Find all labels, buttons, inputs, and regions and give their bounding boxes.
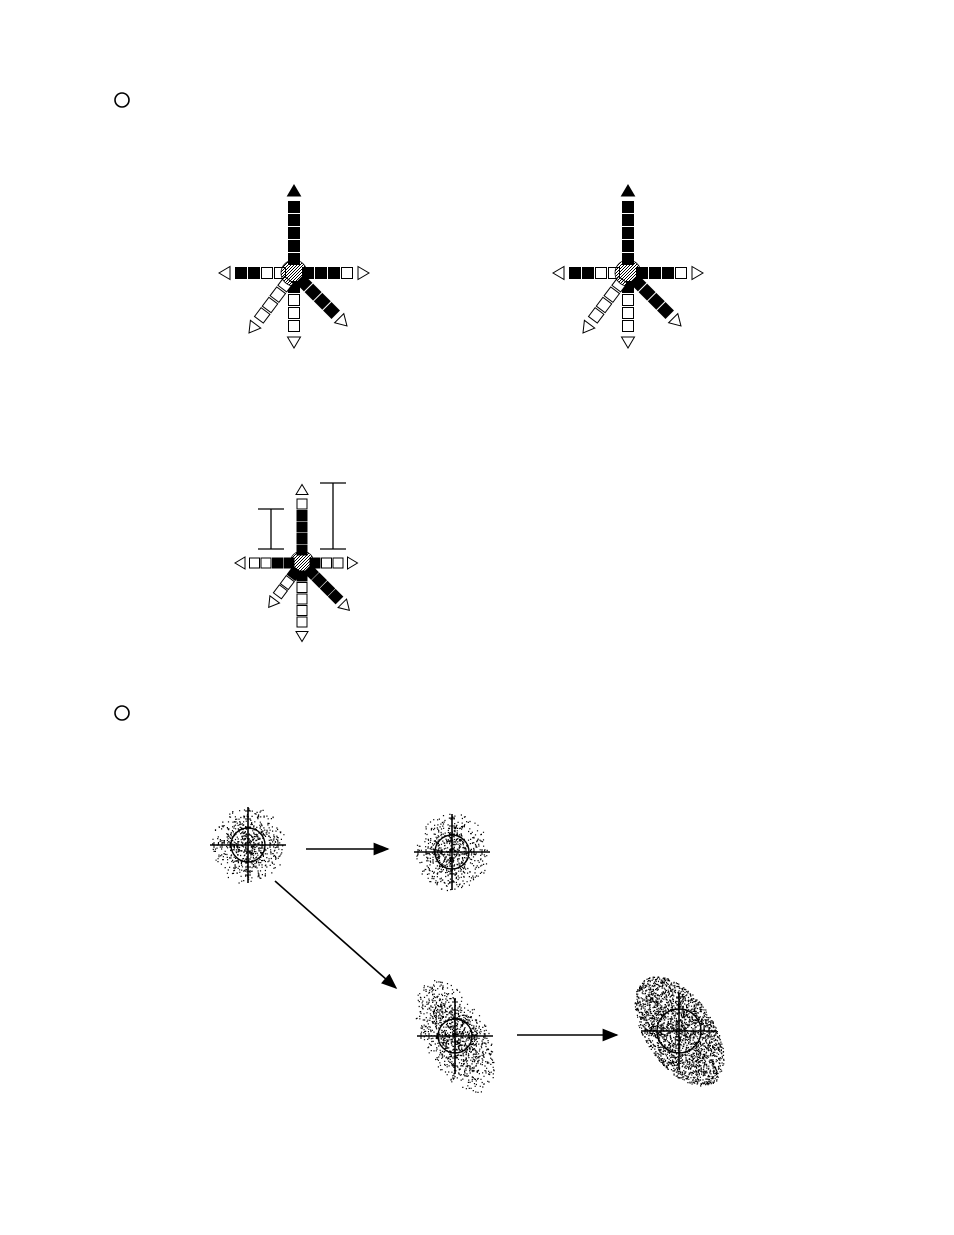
- arm-right: [637, 267, 704, 280]
- open-segment: [261, 558, 271, 568]
- bullet-2: [115, 706, 129, 720]
- hollow-circle-bullet-icon: [115, 706, 129, 720]
- cloud-round-source: [210, 807, 286, 884]
- hollow-circle-bullet-icon: [115, 93, 129, 107]
- open-arrow-tip: [296, 485, 308, 495]
- bullet-1: [115, 93, 129, 107]
- arm-down: [288, 282, 301, 349]
- filled-segment: [236, 268, 247, 279]
- open-segment: [262, 268, 273, 279]
- cloud-figures: [210, 807, 725, 1093]
- star-figure-top-left: [219, 185, 369, 348]
- arm-left: [235, 557, 294, 569]
- open-arrow-tip: [338, 599, 354, 615]
- open-arrow-tip: [348, 557, 358, 569]
- open-segment: [297, 606, 307, 616]
- cloud-elongated-source: [416, 980, 495, 1093]
- arm-down-left: [244, 277, 294, 337]
- crosshair-axes: [417, 998, 493, 1074]
- open-arrow-tip: [288, 337, 301, 348]
- open-arrow-tip: [244, 320, 261, 337]
- open-arrow-tip: [692, 267, 703, 280]
- filled-segment: [297, 511, 307, 521]
- arm-right: [303, 267, 370, 280]
- open-segment: [596, 268, 607, 279]
- filled-segment: [650, 268, 661, 279]
- arm-down-left: [578, 277, 628, 337]
- arrow-round-to-elongated: [275, 881, 396, 988]
- open-segment: [297, 617, 307, 627]
- star-figure-with-bars: [235, 483, 358, 642]
- filled-segment: [329, 268, 340, 279]
- open-segment: [623, 308, 634, 319]
- open-arrow-tip: [219, 267, 230, 280]
- filled-segment: [249, 268, 260, 279]
- filled-segment: [570, 268, 581, 279]
- arm-up: [288, 185, 301, 265]
- arm-up: [622, 185, 635, 265]
- open-arrow-tip: [296, 632, 308, 642]
- cloud-round-target: [414, 814, 490, 891]
- arm-left: [219, 267, 286, 280]
- filled-segment: [583, 268, 594, 279]
- arm-down-right: [304, 565, 353, 614]
- cloud-elongated-target: [635, 976, 725, 1086]
- open-segment: [297, 583, 307, 593]
- open-segment: [342, 268, 353, 279]
- arm-right: [310, 557, 358, 569]
- open-segment: [676, 268, 687, 279]
- crosshair-axes: [210, 807, 286, 883]
- open-arrow-tip: [553, 267, 564, 280]
- arm-down: [296, 571, 308, 642]
- filled-segment: [663, 268, 674, 279]
- filled-segment: [297, 534, 307, 544]
- open-segment: [250, 558, 260, 568]
- filled-arrow-tip: [288, 185, 301, 196]
- filled-segment: [289, 202, 300, 213]
- open-segment: [289, 308, 300, 319]
- open-segment: [333, 558, 343, 568]
- filled-segment: [289, 215, 300, 226]
- open-segment: [297, 594, 307, 604]
- open-segment: [297, 499, 307, 509]
- stippled-hub: [615, 260, 641, 286]
- open-arrow-tip: [622, 337, 635, 348]
- filled-arrow-tip: [622, 185, 635, 196]
- open-segment: [623, 295, 634, 306]
- open-segment: [289, 295, 300, 306]
- open-arrow-tip: [335, 314, 352, 331]
- filled-segment: [316, 268, 327, 279]
- star-figures: [219, 185, 703, 642]
- open-segment: [623, 321, 634, 332]
- filled-segment: [623, 215, 634, 226]
- filled-segment: [623, 228, 634, 239]
- open-segment: [322, 558, 332, 568]
- stippled-hub: [290, 551, 314, 575]
- error-bar-left: [258, 509, 284, 549]
- filled-segment: [289, 228, 300, 239]
- open-arrow-tip: [669, 314, 686, 331]
- filled-segment: [623, 202, 634, 213]
- arm-down-right: [630, 275, 685, 330]
- stippled-hub: [281, 260, 307, 286]
- arm-down: [622, 282, 635, 349]
- open-segment: [289, 321, 300, 332]
- open-arrow-tip: [235, 557, 245, 569]
- arm-up: [296, 485, 308, 556]
- filled-segment: [273, 558, 283, 568]
- open-arrow-tip: [578, 320, 595, 337]
- filled-segment: [297, 522, 307, 532]
- filled-segment: [623, 241, 634, 252]
- filled-segment: [289, 241, 300, 252]
- arm-down-right: [296, 275, 351, 330]
- open-arrow-tip: [264, 596, 280, 611]
- open-arrow-tip: [358, 267, 369, 280]
- error-bar-right: [320, 483, 346, 549]
- star-figure-top-right: [553, 185, 703, 348]
- arm-left: [553, 267, 620, 280]
